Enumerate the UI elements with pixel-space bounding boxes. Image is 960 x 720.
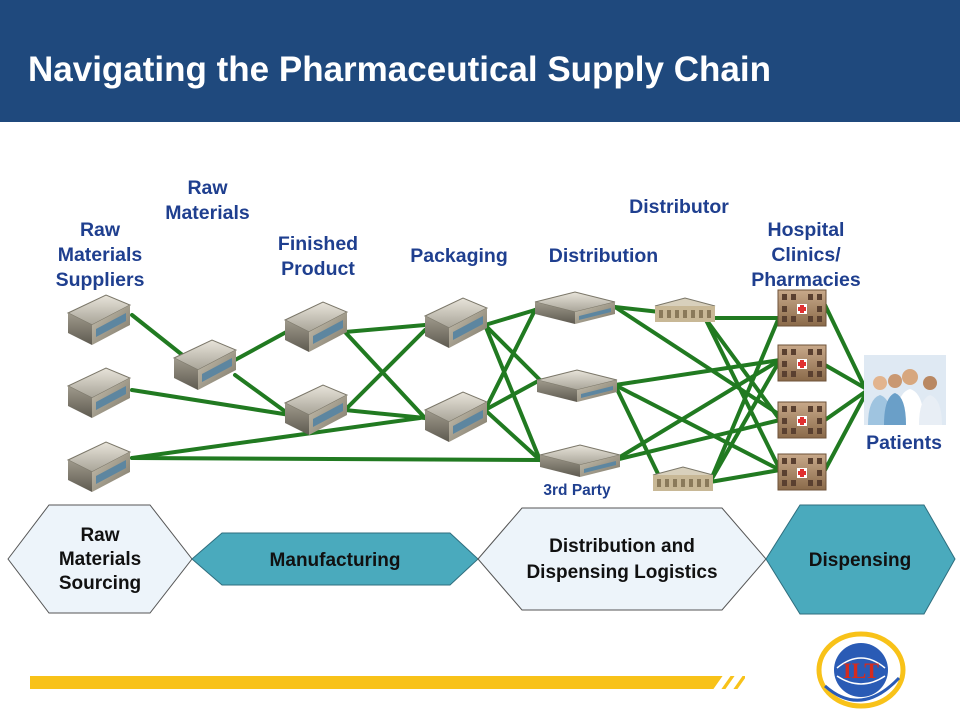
title-bar: Navigating the Pharmaceutical Supply Cha… (0, 0, 960, 122)
link (708, 468, 782, 484)
hospital-icon (777, 344, 827, 382)
link (613, 383, 782, 472)
factory-icon (66, 441, 132, 492)
link (343, 328, 427, 412)
label-hospital-clinics-pharmacies: Hospital Clinics/ Pharmacies (751, 219, 861, 291)
person-icon (919, 376, 942, 425)
distributor-icon (652, 466, 714, 491)
link (343, 408, 427, 420)
link (483, 323, 542, 462)
stage-label-line: Raw (80, 525, 119, 546)
stage-hexagon-dispensing: Dispensing (765, 504, 956, 615)
hospital-icons (777, 289, 827, 491)
factory-icon (66, 367, 132, 418)
link (823, 390, 867, 422)
label-raw-materials: Raw Materials (165, 177, 250, 224)
link (823, 393, 867, 472)
factory-icon (423, 391, 489, 442)
stage-label-line: Sourcing (59, 573, 141, 594)
distributor-icons (652, 297, 716, 491)
stage-hexagon-sourcing: Raw Materials Sourcing (7, 504, 193, 614)
label-packaging: Packaging (410, 245, 508, 267)
link (708, 358, 782, 484)
link (130, 456, 542, 462)
link (483, 378, 542, 412)
stage-hexagon-logistics: Distribution and Dispensing Logistics (477, 507, 767, 611)
link (613, 418, 782, 462)
link (708, 313, 782, 484)
factory-icon (283, 301, 349, 352)
person-icon (884, 374, 906, 425)
hospital-icon (777, 453, 827, 491)
link (823, 303, 867, 390)
connection-lines (130, 303, 867, 484)
warehouse-icon (536, 369, 618, 402)
label-third-party: 3rd Party (543, 482, 611, 499)
patients-photo (864, 355, 946, 425)
footer-accent-bar (30, 676, 745, 689)
label-distribution: Distribution (548, 245, 659, 267)
label-raw-materials-suppliers: Raw Materials Suppliers (55, 219, 145, 291)
stage-label-line: Distribution and (549, 536, 695, 557)
stage-label-line: Manufacturing (270, 550, 401, 571)
link (343, 330, 427, 420)
link (130, 388, 292, 417)
hospital-icon (777, 289, 827, 327)
link (483, 308, 537, 327)
stage-label-line: Dispensing (809, 550, 911, 571)
logo-text: ILT (843, 658, 879, 683)
warehouse-icon (534, 291, 616, 324)
link (130, 416, 422, 460)
link (703, 316, 782, 422)
factory-icons (66, 294, 489, 492)
stage-hexagon-manufacturing: Manufacturing (191, 532, 479, 586)
link (613, 305, 662, 314)
distributor-icon (654, 297, 716, 322)
warehouse-icons (534, 291, 621, 477)
factory-icon (423, 297, 489, 348)
stage-label-line: Dispensing Logistics (526, 562, 717, 583)
page-title: Navigating the Pharmaceutical Supply Cha… (28, 50, 771, 89)
warehouse-icon (539, 444, 621, 477)
label-finished-product: Finished Product (277, 233, 359, 280)
link (823, 363, 867, 390)
company-logo: ILT (816, 631, 906, 709)
factory-icon (172, 339, 238, 390)
label-distributor: Distributor (629, 196, 729, 218)
label-patients: Patients (866, 432, 942, 454)
factory-icon (283, 384, 349, 435)
link (483, 408, 542, 462)
link (483, 308, 537, 412)
link (233, 328, 292, 362)
link (613, 383, 662, 480)
link (233, 373, 292, 417)
link (613, 305, 782, 417)
factory-icon (66, 294, 132, 345)
hospital-icon (777, 401, 827, 439)
stage-label-line: Materials (59, 549, 141, 570)
link (703, 316, 782, 472)
link (343, 323, 427, 334)
link (613, 358, 782, 387)
